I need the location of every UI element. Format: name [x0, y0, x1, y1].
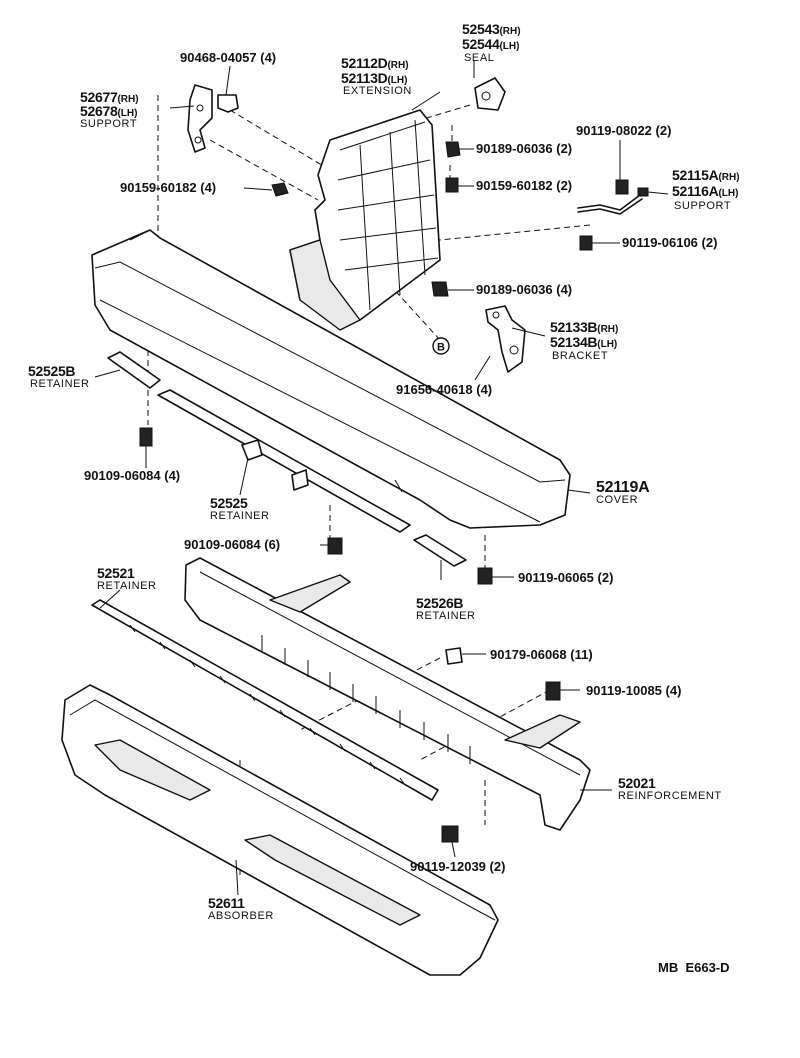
fastener-icons — [139, 141, 649, 843]
label-90468: 90468-04057 (4) — [180, 50, 277, 65]
retainer-b-part — [107, 351, 161, 389]
reinforcement-part — [184, 557, 591, 831]
label-extension: EXTENSION — [343, 85, 412, 97]
label-retainer-lower: RETAINER — [97, 580, 157, 592]
label-52544: 52544(LH) — [462, 36, 520, 52]
label-90109-a: 90109-06084 (4) — [84, 468, 181, 483]
label-52677: 52677(RH) — [80, 89, 139, 105]
label-52525: 52525 — [210, 495, 248, 511]
label-support-left: SUPPORT — [80, 118, 138, 130]
label-retainer-526: RETAINER — [416, 610, 476, 622]
absorber-part — [61, 684, 499, 976]
label-90189-a: 90189-06036 (2) — [476, 141, 573, 156]
label-52119a: 52119A — [596, 479, 650, 496]
bracket-part — [485, 305, 526, 373]
label-52525b: 52525B — [28, 363, 76, 379]
retainer-main-part — [157, 389, 411, 533]
label-90119-10085: 90119-10085 (4) — [586, 683, 682, 698]
label-90159-left: 90159-60182 (4) — [120, 180, 217, 195]
label-90159-right: 90159-60182 (2) — [476, 178, 573, 193]
label-52112d: 52112D(RH) — [341, 55, 409, 71]
label-cover: COVER — [596, 494, 639, 506]
label-retainer-main: RETAINER — [210, 510, 270, 522]
label-90109-b: 90109-06084 (6) — [184, 537, 281, 552]
label-52526b: 52526B — [416, 595, 464, 611]
label-52133b: 52133B(RH) — [550, 319, 619, 335]
retainer-lower-part — [91, 599, 439, 801]
retainer-526b-part — [413, 534, 467, 567]
label-90119-12039: 90119-12039 (2) — [410, 859, 506, 874]
label-90119-08022: 90119-08022 (2) — [576, 123, 672, 138]
label-seal: SEAL — [464, 52, 495, 64]
label-52113d: 52113D(LH) — [341, 70, 408, 86]
clip-90468-part — [217, 94, 239, 113]
leader-lines — [94, 60, 669, 896]
label-52021: 52021 — [618, 775, 656, 791]
label-52543: 52543(RH) — [462, 21, 521, 37]
callout-b-marker: B — [432, 337, 450, 355]
label-retainer-b: RETAINER — [30, 378, 90, 390]
label-90119-06065: 90119-06065 (2) — [518, 570, 614, 585]
label-90119-06106: 90119-06106 (2) — [622, 235, 718, 250]
bumper-cover-part — [91, 229, 571, 529]
label-91656: 91656-40618 (4) — [396, 382, 493, 397]
label-52611: 52611 — [208, 895, 245, 911]
figure-code: MB E663-D — [658, 960, 730, 975]
label-support-right: SUPPORT — [674, 200, 732, 212]
svg-text:B: B — [437, 342, 445, 354]
support-left-part — [187, 84, 213, 153]
support-right-part — [577, 194, 643, 215]
label-52115a: 52115A(RH) — [672, 167, 740, 183]
label-52678: 52678(LH) — [80, 103, 138, 119]
label-52116a: 52116A(LH) — [672, 183, 739, 199]
label-52134b: 52134B(LH) — [550, 334, 618, 350]
label-absorber: ABSORBER — [208, 910, 274, 922]
label-90189-b: 90189-06036 (4) — [476, 282, 573, 297]
seal-part — [474, 77, 506, 111]
label-52521: 52521 — [97, 565, 135, 581]
label-bracket: BRACKET — [552, 350, 609, 362]
label-reinforcement: REINFORCEMENT — [618, 790, 722, 802]
extension-part — [289, 109, 441, 331]
label-90179: 90179-06068 (11) — [490, 647, 593, 662]
